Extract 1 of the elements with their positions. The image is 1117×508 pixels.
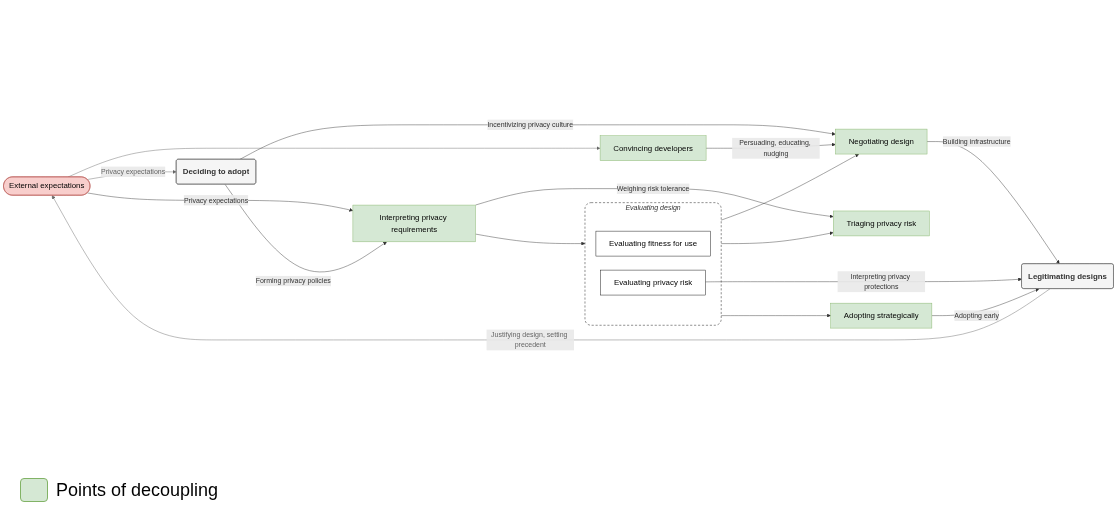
legend-text: Points of decoupling: [56, 479, 219, 501]
